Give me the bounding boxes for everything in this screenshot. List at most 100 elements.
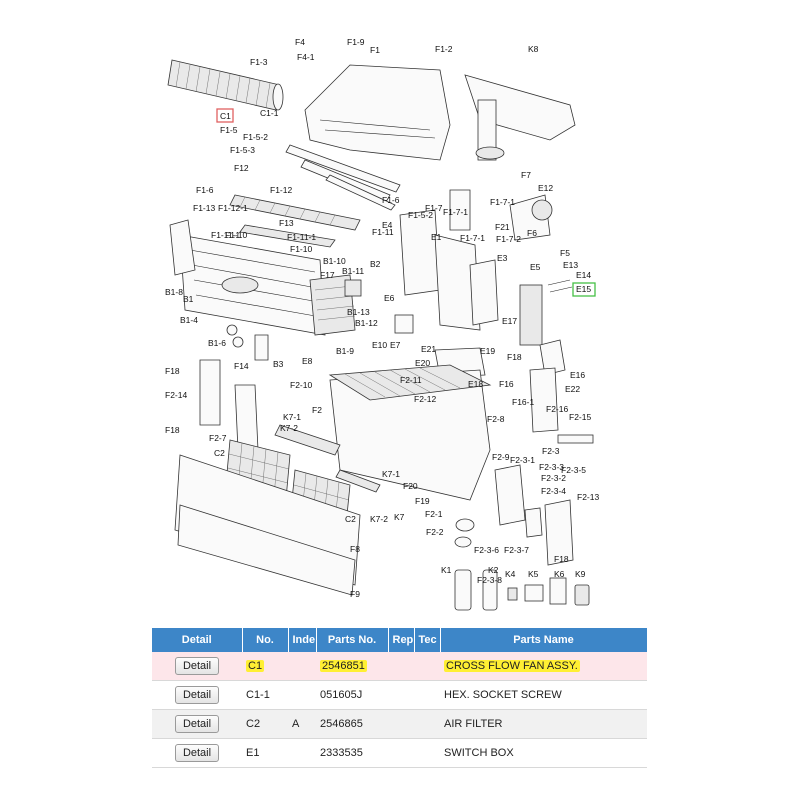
callout-label[interactable]: F2-15: [569, 412, 591, 422]
callout-label[interactable]: F2-11: [400, 375, 422, 385]
callout-label[interactable]: K6: [554, 569, 565, 579]
callout-label[interactable]: F18: [507, 352, 522, 362]
callout-label[interactable]: E20: [415, 358, 430, 368]
e15-callout-box[interactable]: [572, 282, 596, 297]
callout-label[interactable]: E8: [302, 356, 313, 366]
callout-label[interactable]: F1-11-1: [287, 232, 316, 242]
callout-label[interactable]: F1-2: [435, 44, 453, 54]
callout-label[interactable]: F1-7-1: [490, 197, 515, 207]
detail-button[interactable]: Detail: [174, 715, 220, 733]
callout-label[interactable]: F1-10: [225, 230, 247, 240]
callout-label[interactable]: E12: [538, 183, 553, 193]
callout-label[interactable]: F1-7-2: [496, 234, 521, 244]
callout-label[interactable]: K5: [528, 569, 539, 579]
callout-label[interactable]: F4: [295, 37, 305, 47]
callout-label[interactable]: F13: [279, 218, 294, 228]
callout-label[interactable]: F2-10: [290, 380, 312, 390]
callout-label[interactable]: F1-7-1: [460, 233, 485, 243]
callout-label[interactable]: K9: [575, 569, 586, 579]
callout-label[interactable]: F2-3-7: [504, 545, 529, 555]
callout-label[interactable]: F2-2: [426, 527, 444, 537]
callout-label[interactable]: E19: [480, 346, 495, 356]
callout-label[interactable]: F1-13: [193, 203, 215, 213]
callout-label[interactable]: F4-1: [297, 52, 315, 62]
callout-label[interactable]: F2-3-6: [474, 545, 499, 555]
header-index[interactable]: Inde: [288, 628, 317, 652]
callout-label[interactable]: B1-6: [208, 338, 226, 348]
callout-label[interactable]: F1-3: [250, 57, 268, 67]
callout-label[interactable]: F18: [165, 425, 180, 435]
callout-label[interactable]: E17: [502, 316, 517, 326]
callout-label[interactable]: E5: [530, 262, 541, 272]
header-detail[interactable]: Detail: [152, 628, 243, 652]
callout-label[interactable]: F2-3-2: [541, 473, 566, 483]
header-no[interactable]: No.: [242, 628, 289, 652]
callout-label[interactable]: F2-3-5: [561, 465, 586, 475]
callout-label[interactable]: F18: [554, 554, 569, 564]
callout-label[interactable]: C1: [220, 111, 231, 121]
callout-label[interactable]: F19: [415, 496, 430, 506]
callout-label[interactable]: F2-3-3: [539, 462, 564, 472]
callout-label[interactable]: B1: [183, 294, 194, 304]
callout-label[interactable]: B1-8: [165, 287, 183, 297]
callout-label[interactable]: F2-8: [487, 414, 505, 424]
callout-label[interactable]: B1-12: [355, 318, 378, 328]
header-parts-name[interactable]: Parts Name: [440, 628, 648, 652]
callout-label[interactable]: E16: [570, 370, 585, 380]
callout-label[interactable]: K8: [528, 44, 539, 54]
callout-label[interactable]: F2-1: [425, 509, 443, 519]
detail-button[interactable]: Detail: [174, 657, 220, 675]
callout-label[interactable]: E13: [563, 260, 578, 270]
callout-label[interactable]: K7-1: [382, 469, 400, 479]
callout-label[interactable]: K7-1: [283, 412, 301, 422]
callout-label[interactable]: K7-2: [280, 423, 298, 433]
callout-label[interactable]: F2: [312, 405, 322, 415]
callout-label[interactable]: F1-7: [425, 203, 443, 213]
c1-callout-box[interactable]: [216, 108, 234, 123]
callout-label[interactable]: F5: [560, 248, 570, 258]
callout-label[interactable]: F7: [521, 170, 531, 180]
callout-label[interactable]: F1-5-2: [408, 210, 433, 220]
callout-label[interactable]: K7: [394, 512, 405, 522]
callout-label[interactable]: F8: [350, 544, 360, 554]
callout-label[interactable]: B1-13: [347, 307, 370, 317]
callout-label[interactable]: F2-3-1: [510, 455, 535, 465]
callout-label[interactable]: F1-5: [220, 125, 238, 135]
callout-label[interactable]: F20: [403, 481, 418, 491]
callout-label[interactable]: F2-9: [492, 452, 510, 462]
callout-label[interactable]: E18: [468, 379, 483, 389]
callout-label[interactable]: F1-10: [290, 244, 312, 254]
callout-label[interactable]: E3: [497, 253, 508, 263]
callout-label[interactable]: B3: [273, 359, 284, 369]
callout-label[interactable]: F1-5-3: [230, 145, 255, 155]
callout-label[interactable]: F12: [234, 163, 249, 173]
callout-label[interactable]: C2: [345, 514, 356, 524]
callout-label[interactable]: F2-13: [577, 492, 599, 502]
callout-label[interactable]: F1-12-1: [218, 203, 248, 213]
callout-label[interactable]: F2-16: [546, 404, 568, 414]
callout-label[interactable]: F2-3: [542, 446, 560, 456]
callout-label[interactable]: B1-10: [323, 256, 346, 266]
callout-label[interactable]: K7-2: [370, 514, 388, 524]
callout-label[interactable]: B2: [370, 259, 381, 269]
callout-label[interactable]: F2-3-8: [477, 575, 502, 585]
header-tec[interactable]: Tec: [414, 628, 441, 652]
callout-label[interactable]: F6: [527, 228, 537, 238]
callout-label[interactable]: F9: [350, 589, 360, 599]
callout-label[interactable]: F1-6: [196, 185, 214, 195]
callout-label[interactable]: F1-6: [382, 195, 400, 205]
callout-label[interactable]: F1-11: [372, 227, 394, 237]
callout-label[interactable]: E14: [576, 270, 591, 280]
callout-label[interactable]: F14: [234, 361, 249, 371]
callout-label[interactable]: F17: [320, 270, 335, 280]
callout-label[interactable]: K4: [505, 569, 516, 579]
callout-label[interactable]: F2-3-4: [541, 486, 566, 496]
callout-label[interactable]: E6: [384, 293, 395, 303]
callout-label[interactable]: E15: [576, 284, 591, 294]
detail-button[interactable]: Detail: [174, 686, 220, 704]
callout-label[interactable]: K2: [488, 565, 499, 575]
callout-label[interactable]: B1-11: [342, 266, 364, 276]
callout-label[interactable]: B1-4: [180, 315, 198, 325]
callout-label[interactable]: F16-1: [512, 397, 534, 407]
callout-label[interactable]: F1-11-1: [211, 230, 240, 240]
